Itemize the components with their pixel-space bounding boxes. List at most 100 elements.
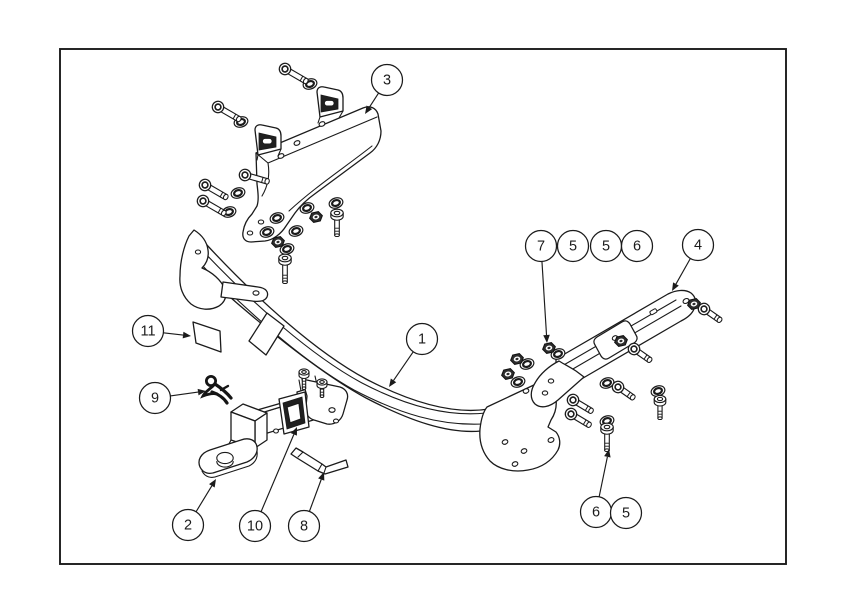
bracket-tab-right <box>316 86 344 124</box>
callout-5: 5 <box>609 496 643 530</box>
washer <box>599 377 615 389</box>
fasteners-layer <box>196 62 723 453</box>
hitch-pin <box>290 447 349 475</box>
nut <box>542 342 556 354</box>
nut <box>501 368 515 380</box>
leader-line <box>675 258 691 285</box>
vertical-bolt <box>330 208 344 238</box>
leader-line <box>195 485 213 513</box>
vertical-bolt <box>600 422 614 453</box>
nut <box>614 335 628 347</box>
callout-5: 5 <box>589 229 623 263</box>
callout-number: 5 <box>569 239 577 255</box>
callout-2: 2 <box>171 479 216 542</box>
callout-number: 4 <box>694 238 702 254</box>
callout-number: 6 <box>592 505 600 521</box>
r-clip <box>200 374 233 405</box>
callout-number: 3 <box>383 73 391 89</box>
nut <box>687 298 701 310</box>
callout-3: 3 <box>365 63 404 114</box>
callout-number: 9 <box>151 391 159 407</box>
callout-number: 2 <box>184 518 192 534</box>
callout-balloon <box>138 381 172 415</box>
leader-line <box>393 351 414 381</box>
leader-line <box>598 456 608 497</box>
callout-balloon <box>524 229 558 263</box>
crossbar-left-end-plate <box>179 229 227 310</box>
bolt <box>196 194 227 217</box>
callout-1: 1 <box>389 322 439 387</box>
callout-8: 8 <box>287 472 325 543</box>
leader-arrowhead <box>290 427 297 436</box>
vertical-bolt <box>278 253 292 285</box>
crossbar-sleeve <box>248 312 285 356</box>
callout-balloon <box>287 509 321 543</box>
washer <box>519 358 535 370</box>
warning-label <box>192 321 222 353</box>
callout-11: 11 <box>131 314 191 348</box>
vertical-bolt <box>316 378 328 398</box>
washer <box>259 226 275 238</box>
callout-balloon <box>556 229 590 263</box>
callout-number: 7 <box>537 239 545 255</box>
border-frame <box>59 48 787 565</box>
front-mount-bracket <box>242 86 382 243</box>
leader-arrowhead <box>209 479 216 488</box>
washer <box>510 376 526 388</box>
bracket-tab-left <box>254 124 282 161</box>
nut <box>510 353 524 365</box>
bolt <box>211 100 242 123</box>
leader-arrowhead <box>604 449 611 458</box>
leader-arrowhead <box>672 282 679 291</box>
bolt <box>278 62 309 85</box>
washer <box>269 212 285 224</box>
callout-6: 6 <box>620 229 654 263</box>
washer <box>550 348 566 360</box>
leader-arrowhead <box>543 334 550 343</box>
callout-number: 11 <box>140 324 155 340</box>
leader-arrowhead <box>197 388 206 396</box>
leader-arrowhead <box>182 331 191 339</box>
bolt <box>697 302 723 324</box>
callout-balloon <box>131 314 165 348</box>
vertical-bolt <box>653 394 667 421</box>
callout-balloon <box>171 508 205 542</box>
washer <box>328 197 344 209</box>
callout-balloon <box>370 63 404 97</box>
callout-number: 5 <box>602 239 610 255</box>
bolt <box>627 342 653 364</box>
leader-line <box>541 261 548 336</box>
callout-7: 7 <box>524 229 558 343</box>
callout-number: 1 <box>418 332 426 348</box>
callout-4: 4 <box>672 228 715 291</box>
washer <box>288 225 304 237</box>
callout-10: 10 <box>238 427 297 543</box>
nut <box>309 211 323 223</box>
leader-line <box>260 434 295 512</box>
leader-arrowhead <box>365 105 373 114</box>
callout-5: 5 <box>556 229 590 263</box>
bolt <box>566 393 594 414</box>
callout-number: 6 <box>633 239 641 255</box>
washer <box>650 385 666 397</box>
bolt <box>238 168 270 185</box>
washer <box>279 243 295 255</box>
vertical-bolt <box>298 368 310 391</box>
callout-number: 8 <box>300 519 308 535</box>
washer <box>230 187 246 199</box>
callout-9: 9 <box>138 381 206 415</box>
callout-balloon <box>238 509 272 543</box>
receiver-tube <box>278 375 349 435</box>
leader-line <box>368 92 380 108</box>
leader-arrowhead <box>389 378 397 387</box>
leader-arrowhead <box>318 472 325 481</box>
leader-line <box>308 479 322 512</box>
nut <box>271 236 285 248</box>
washer <box>299 202 315 214</box>
callout-number: 10 <box>247 519 263 535</box>
leader-line <box>163 332 184 336</box>
callout-balloon <box>681 228 715 262</box>
